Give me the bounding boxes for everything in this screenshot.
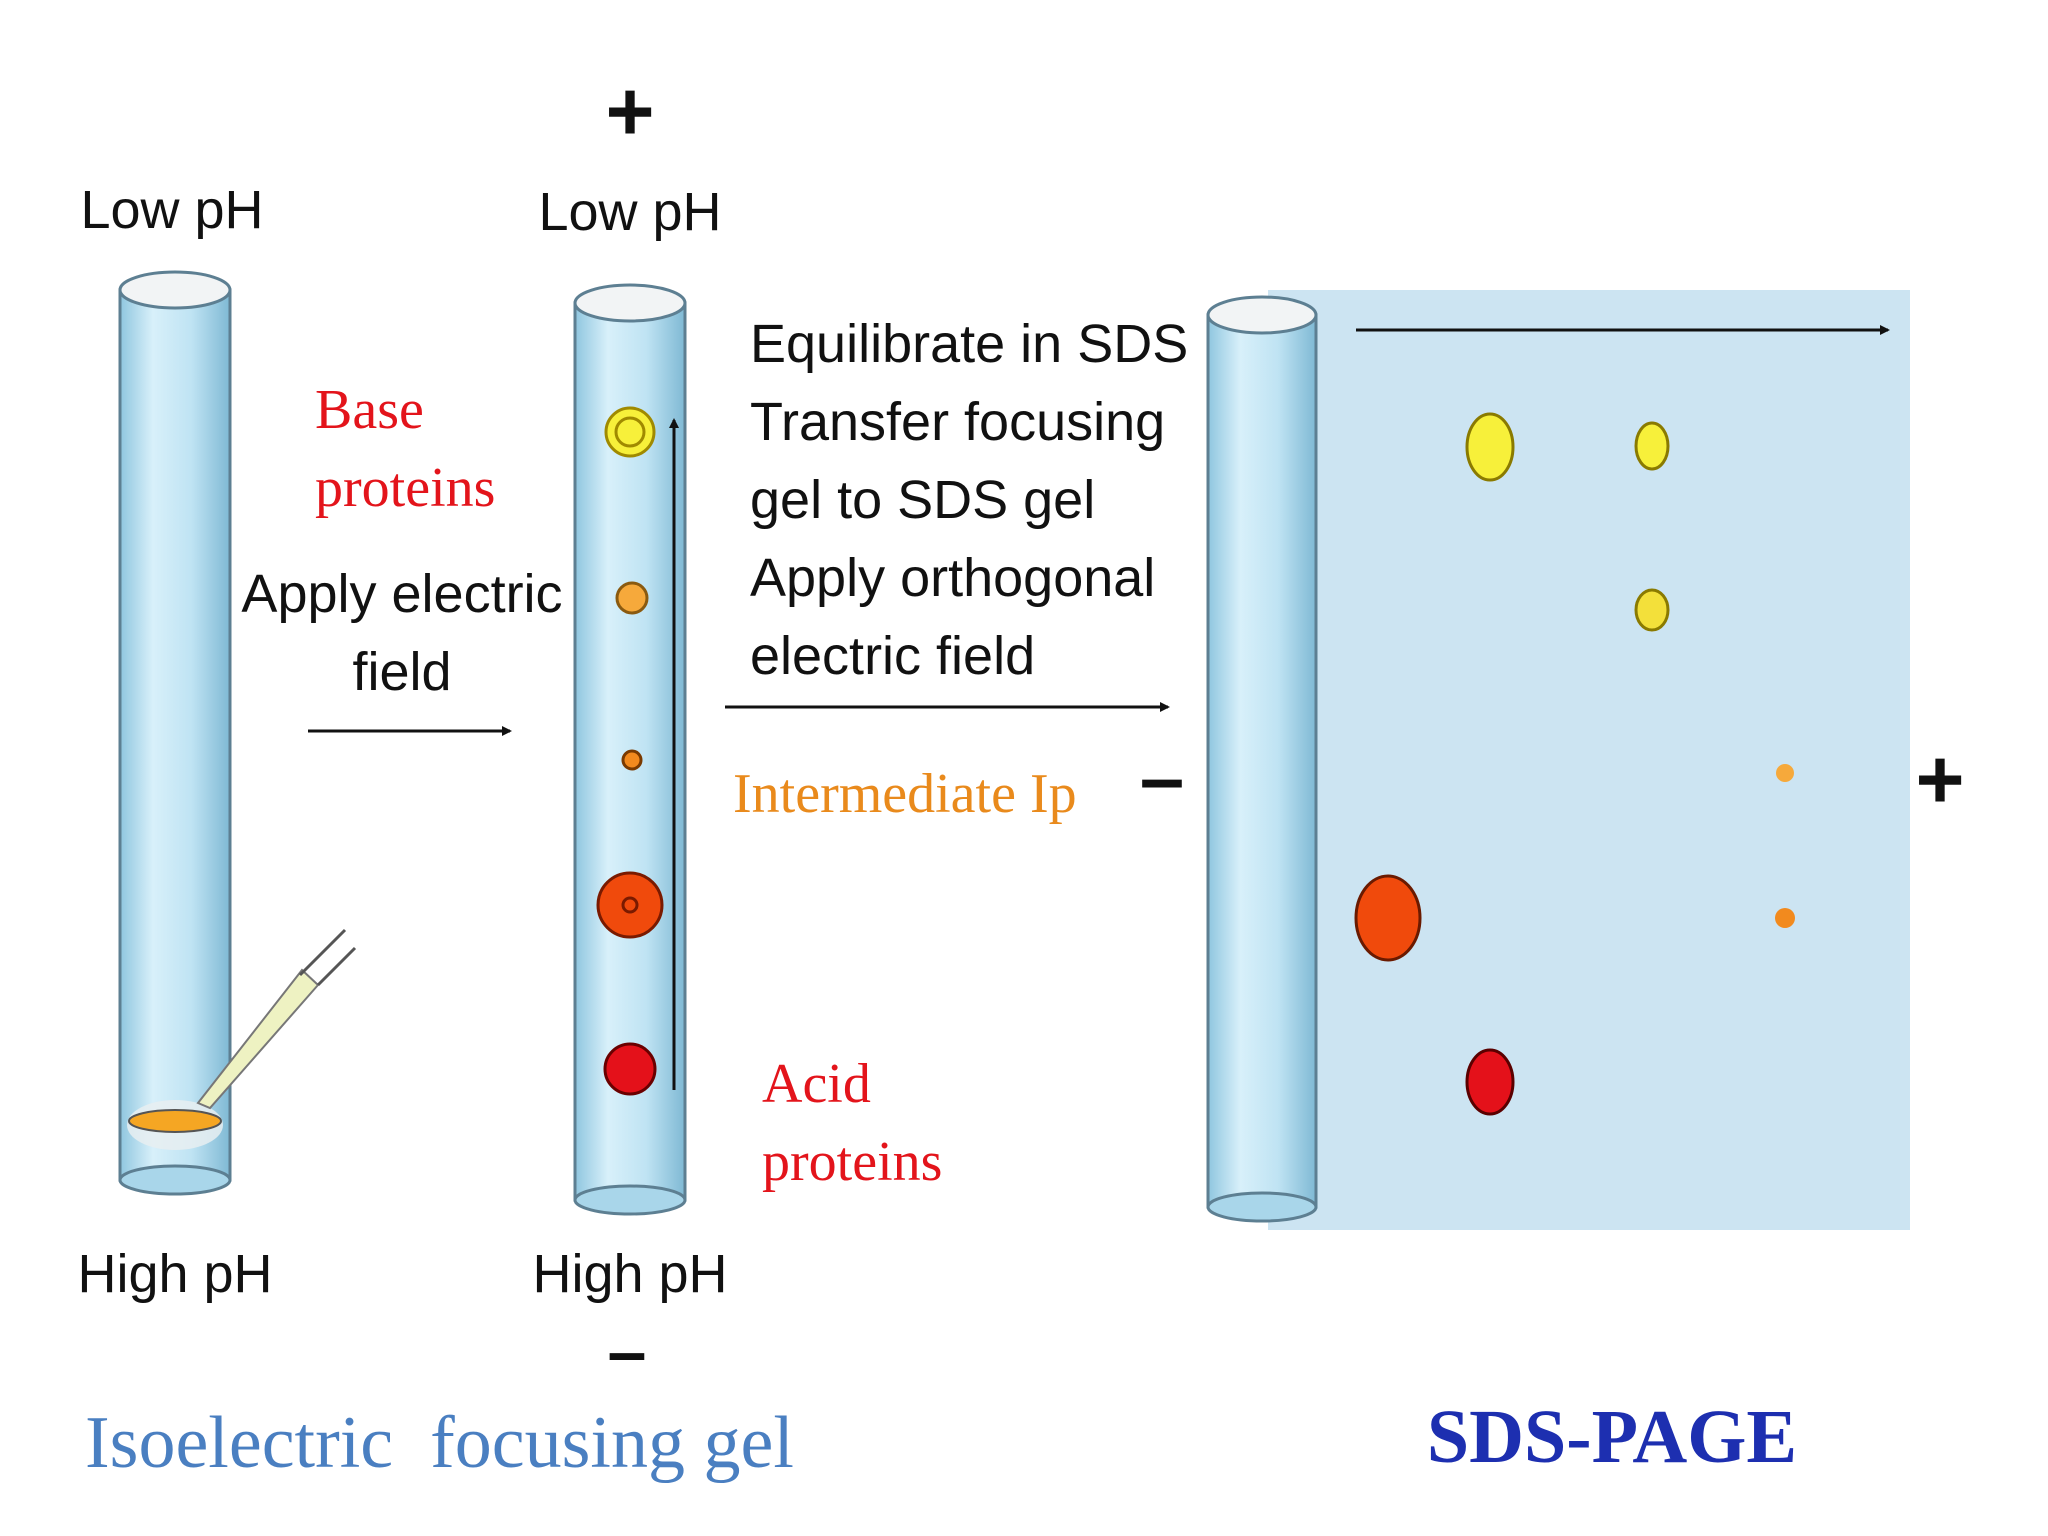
sds-gel-slab [1268,290,1910,1230]
sds-spot-red [1465,1048,1515,1116]
left-tube-bottom-label: High pH [77,1244,272,1304]
acid-proteins-label-line2: proteins [762,1131,942,1193]
step-line-2: Transfer focusing [750,392,1165,452]
ief-caption: Isoelectric focusing gel [85,1402,794,1484]
sds-spot-orange-dot-2 [1775,908,1795,928]
middle-tube-top-label: Low pH [538,182,721,242]
intermediate-ip-label: Intermediate Ip [733,763,1077,825]
step-line-4: Apply orthogonal [750,548,1155,608]
sds-spot-yellow-small-1 [1634,421,1670,471]
pipette-icon [196,928,357,1110]
middle-minus-sign: – [608,1312,647,1390]
sds-spot-yellow-small-2 [1634,588,1670,632]
sds-plus-sign: + [1915,732,1964,826]
base-proteins-label-line1: Base [315,379,424,441]
middle-plus-sign: + [605,64,654,158]
sample-band [128,1109,222,1133]
step-line-3: gel to SDS gel [750,470,1095,530]
spot-orange-red [596,871,664,939]
sds-spot-orange-dot-1 [1776,764,1794,782]
sds-page-caption: SDS-PAGE [1427,1395,1797,1479]
spot-red-acid [603,1042,657,1096]
spot-light-orange [615,581,649,615]
base-proteins-label-line2: proteins [315,457,495,519]
sds-gel-tube [1206,295,1318,1223]
apply-field-label-line1: Apply electric [241,564,562,624]
spot-orange-small [621,749,643,771]
spot-orange-red-core [621,896,639,914]
step-line-5: electric field [750,626,1035,686]
acid-proteins-label-line1: Acid [762,1053,871,1115]
sds-spot-orange-red [1354,874,1422,962]
sds-minus-sign: – [1140,733,1185,822]
middle-tube-bottom-label: High pH [532,1244,727,1304]
left-tube-top-label: Low pH [80,180,263,240]
left-gel-tube [118,270,232,1196]
apply-field-label-line2: field [352,642,451,702]
sds-spot-yellow-large [1465,412,1515,482]
spot-yellow-base [604,406,656,458]
step-line-1: Equilibrate in SDS [750,314,1188,374]
spot-yellow-base-ring [614,416,646,448]
